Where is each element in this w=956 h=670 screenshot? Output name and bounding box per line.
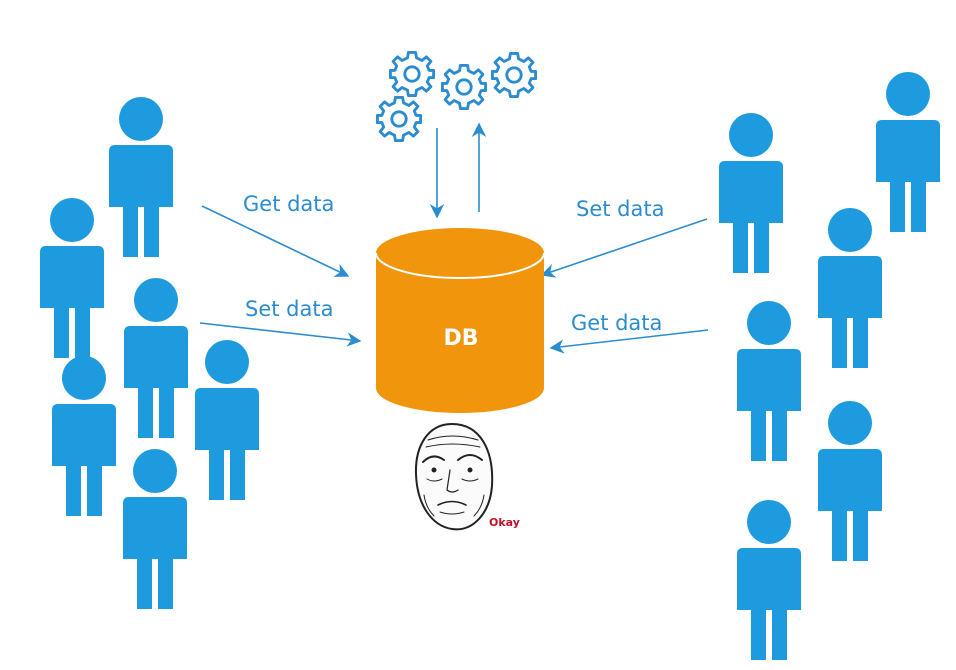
database-icon [375, 228, 545, 413]
person-icon [109, 97, 173, 257]
person-icon [52, 356, 116, 516]
arrow-right-get-data [549, 329, 709, 354]
person-icon [818, 401, 882, 561]
person-icon [124, 278, 188, 438]
right-people-group [719, 72, 940, 660]
person-icon [737, 301, 801, 461]
left-set-data-label: Set data [245, 297, 334, 321]
gear-icon [388, 50, 436, 98]
db-label: DB [443, 326, 479, 351]
person-icon [818, 208, 882, 368]
okay-face-icon [414, 422, 494, 531]
person-icon [40, 198, 104, 358]
right-get-data-label: Get data [571, 311, 663, 335]
arrow-right-set-data [540, 218, 708, 278]
gear-icon [375, 95, 423, 143]
person-icon [123, 449, 187, 609]
person-icon [195, 340, 259, 500]
arrow-left-set-data [199, 322, 362, 347]
right-set-data-label: Set data [576, 197, 665, 221]
gear-icon [490, 51, 538, 99]
left-people-group [40, 97, 259, 609]
person-icon [719, 113, 783, 273]
left-get-data-label: Get data [243, 192, 335, 216]
arrows [199, 122, 709, 354]
person-icon [737, 500, 801, 660]
gear-icon [440, 63, 488, 111]
arrow-left-get-data [201, 205, 350, 277]
gears-cluster [375, 50, 538, 143]
person-icon [876, 72, 940, 232]
okay-caption: Okay [489, 516, 520, 529]
